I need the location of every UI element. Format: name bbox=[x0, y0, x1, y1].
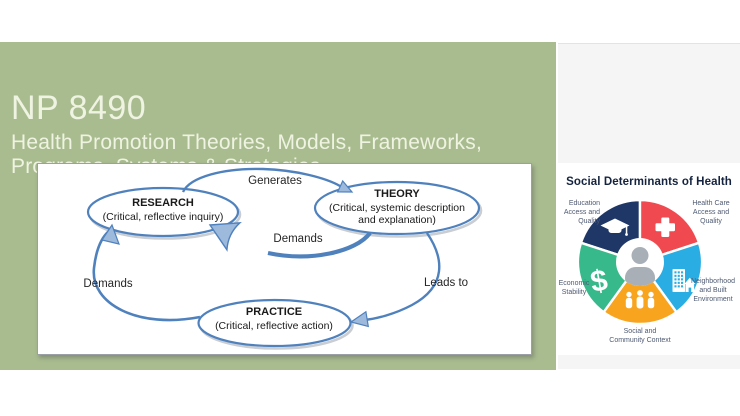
sdoh-label-economic: Economic Stability bbox=[558, 280, 590, 297]
sdoh-label-neighborhood: Neighborhood and Built Environment bbox=[691, 278, 735, 304]
theory-node: THEORY (Critical, systemic description a… bbox=[326, 188, 468, 226]
demands-practice-arrow-line bbox=[92, 230, 201, 322]
practice-ellipse bbox=[197, 298, 352, 348]
course-code-title: NP 8490 bbox=[11, 89, 147, 127]
graduation-cap-icon bbox=[600, 218, 630, 236]
practice-node-subtitle: (Critical, reflective action) bbox=[215, 319, 333, 332]
demands-theory-arrow-line bbox=[267, 231, 372, 259]
sdoh-label-social: Social and Community Context bbox=[609, 328, 671, 345]
research-ellipse bbox=[86, 186, 240, 238]
dollar-icon: $ bbox=[588, 264, 610, 299]
leads-to-arrowhead-icon bbox=[349, 310, 370, 328]
theory-practice-research-diagram: RESEARCH (Critical, reflective inquiry) … bbox=[37, 163, 532, 355]
course-subtitle-line1: Health Promotion Theories, Models, Frame… bbox=[11, 131, 482, 155]
buildings-icon bbox=[672, 269, 696, 292]
demands-theory-arrowhead-icon bbox=[208, 221, 242, 252]
practice-node: PRACTICE (Critical, reflective action) bbox=[199, 306, 349, 332]
generates-arrow-line bbox=[181, 167, 341, 193]
research-node: RESEARCH (Critical, reflective inquiry) bbox=[88, 197, 238, 223]
demands-practice-edge-label: Demands bbox=[83, 278, 133, 290]
theory-ellipse bbox=[313, 180, 481, 236]
leads-to-edge-label: Leads to bbox=[423, 277, 469, 289]
leads-to-arrow-line bbox=[363, 232, 441, 322]
research-node-title: RESEARCH bbox=[132, 197, 194, 209]
generates-edge-label: Generates bbox=[248, 175, 302, 187]
research-node-subtitle: (Critical, reflective inquiry) bbox=[102, 210, 224, 223]
sdoh-figure: Social Determinants of Health bbox=[558, 163, 740, 355]
cycle-diagram-canvas bbox=[86, 167, 483, 350]
sdoh-label-education: Education Access and Quality bbox=[563, 200, 600, 226]
person-icon bbox=[625, 247, 655, 286]
medical-cross-icon bbox=[655, 217, 675, 237]
sdoh-title: Social Determinants of Health bbox=[566, 176, 732, 188]
theory-node-title: THEORY bbox=[374, 188, 420, 200]
generates-arrowhead-icon bbox=[336, 179, 354, 193]
practice-node-title: PRACTICE bbox=[245, 306, 303, 318]
sdoh-label-health-care: Health Care Access and Quality bbox=[692, 200, 730, 226]
people-icon bbox=[625, 290, 655, 309]
theory-node-subtitle: (Critical, systemic description and expl… bbox=[329, 201, 465, 226]
sdoh-wheel: $ bbox=[576, 198, 704, 326]
demands-theory-edge-label: Demands bbox=[273, 233, 323, 245]
demands-practice-arrowhead-icon bbox=[101, 223, 120, 245]
